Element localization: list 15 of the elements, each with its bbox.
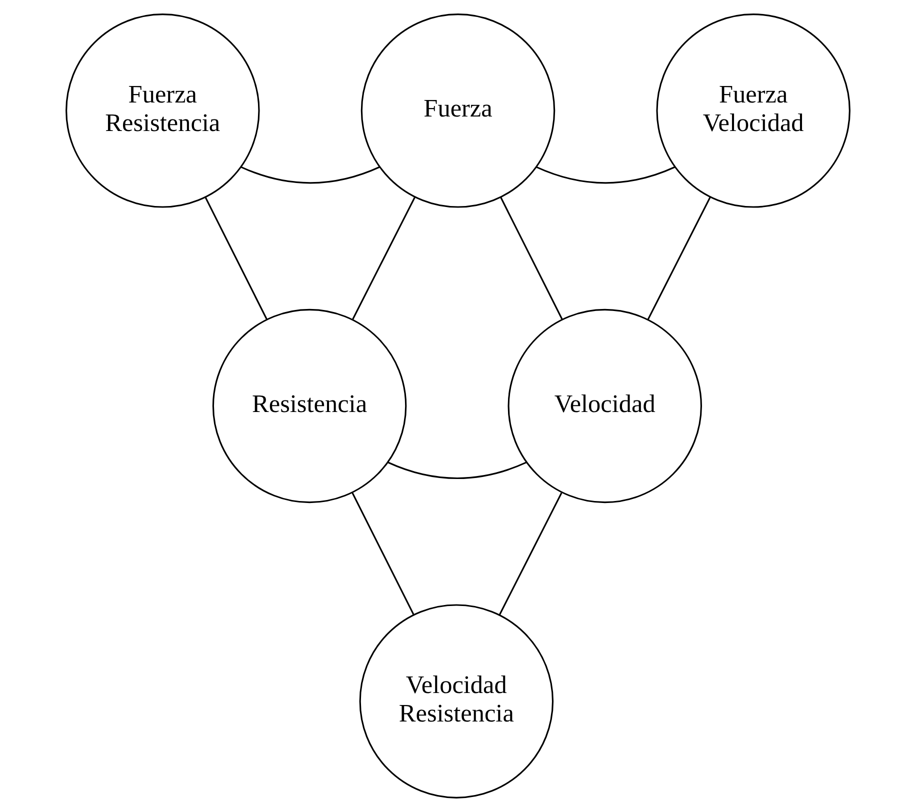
node-circle: Fuerza: [360, 14, 555, 208]
node-circle: Velocidad Resistencia: [358, 604, 554, 798]
node-circle: Fuerza Velocidad: [656, 14, 850, 208]
connector: [646, 197, 710, 320]
connector: [351, 197, 415, 320]
node-circle: Velocidad: [507, 308, 702, 504]
node-circle: Fuerza Resistencia: [65, 14, 260, 208]
connector: [498, 492, 562, 616]
connector: [204, 197, 268, 320]
connector: [387, 462, 526, 480]
connector: [500, 197, 562, 320]
node-circle: Resistencia: [212, 308, 406, 504]
connector: [536, 166, 675, 184]
connector: [240, 166, 380, 184]
connector: [351, 492, 414, 616]
